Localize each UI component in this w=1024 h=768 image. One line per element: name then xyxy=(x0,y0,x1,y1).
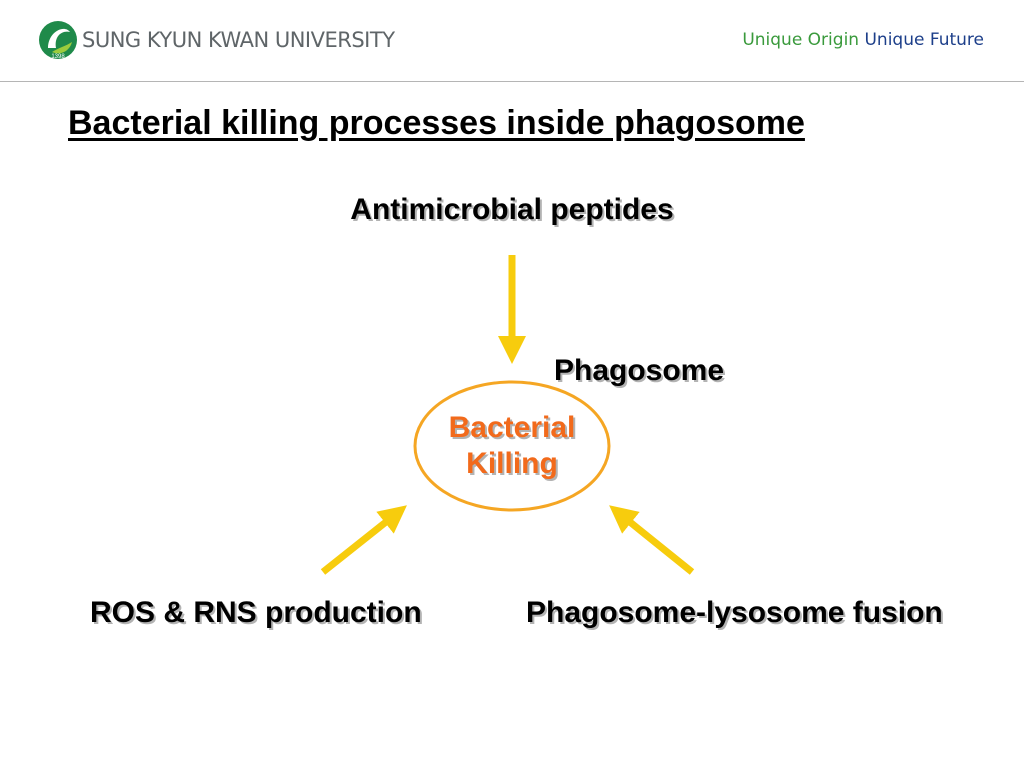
arrow-right xyxy=(609,505,695,575)
center-line-1: Bacterial xyxy=(448,411,576,444)
label-fusion: Phagosome-lysosome fusion xyxy=(526,596,943,629)
slogan: Unique Origin Unique Future xyxy=(742,30,984,50)
slide-header: 1398 SUNG KYUN KWAN UNIVERSITY Unique Or… xyxy=(0,0,1024,82)
slogan-part1: Unique Origin xyxy=(742,30,860,50)
university-logo-icon: 1398 xyxy=(39,21,77,60)
phagosome-ellipse xyxy=(413,380,611,512)
arrow-left xyxy=(320,505,407,575)
slogan-part2: Unique Future xyxy=(864,30,984,50)
center-label: Bacterial Killing xyxy=(414,410,610,482)
university-name: SUNG KYUN KWAN UNIVERSITY xyxy=(82,28,395,52)
label-phagosome: Phagosome xyxy=(554,354,725,387)
label-antimicrobial: Antimicrobial peptides xyxy=(350,193,674,226)
header-divider xyxy=(0,81,1024,82)
label-ros-rns: ROS & RNS production xyxy=(90,596,422,629)
center-line-2: Killing xyxy=(466,447,558,480)
logo-year: 1398 xyxy=(51,54,65,60)
slide-title: Bacterial killing processes inside phago… xyxy=(68,104,805,142)
